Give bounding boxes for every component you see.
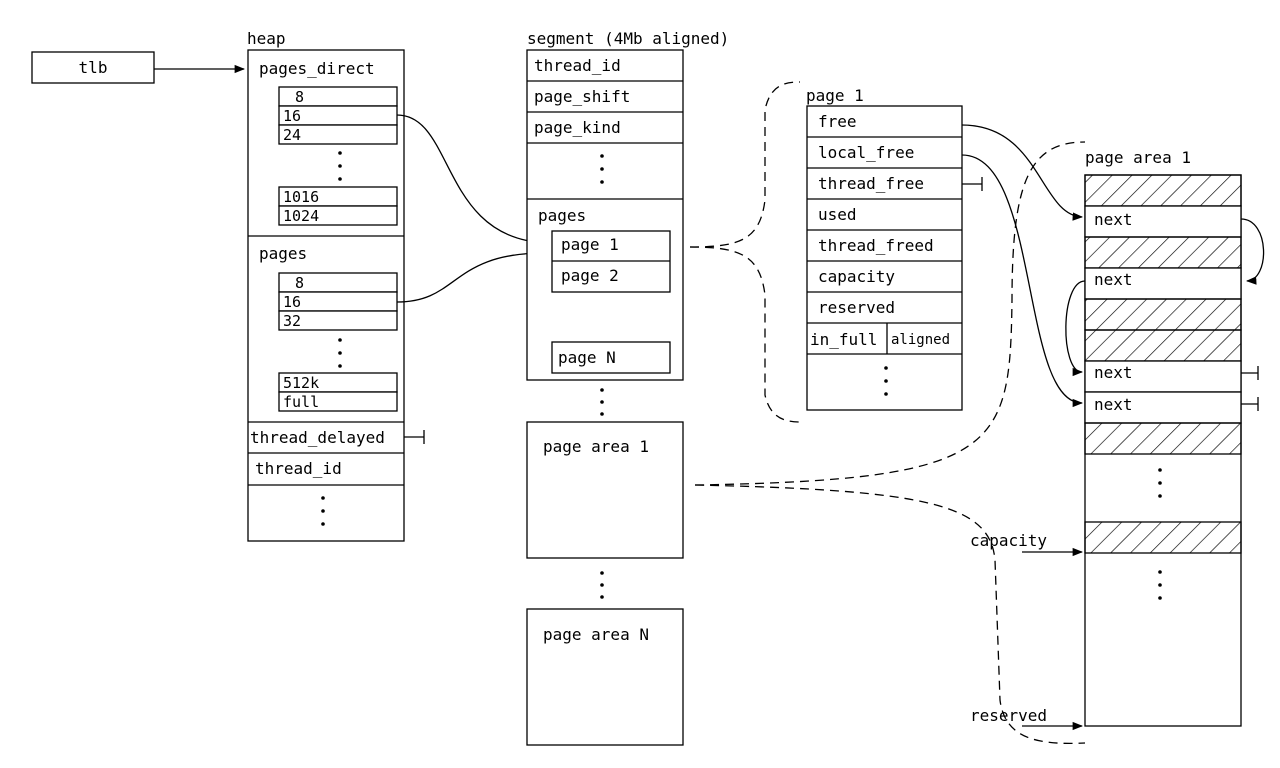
segment-pages-label: pages <box>538 206 586 225</box>
segment-page-area-n-label: page area N <box>543 625 649 644</box>
capacity-label: capacity <box>970 531 1047 550</box>
segment-struct: segment (4Mb aligned) thread_id page_shi… <box>526 29 729 381</box>
segment-page-area-1-label: page area 1 <box>543 437 649 456</box>
segment-page-item: page 1 <box>561 235 619 254</box>
segment-title: segment (4Mb aligned) <box>527 29 729 48</box>
heap-title: heap <box>247 29 286 48</box>
segment-page-item: page N <box>558 348 616 367</box>
next-chain-arrow-1 <box>1240 218 1265 285</box>
page-area-brace-top <box>694 141 1086 486</box>
page1-field: thread_freed <box>818 236 934 255</box>
heap-pages-label: pages <box>259 244 307 263</box>
reserved-label: reserved <box>970 706 1047 725</box>
pages-direct-to-page1-arrow <box>396 114 550 247</box>
pages-direct-item: 24 <box>283 126 301 144</box>
page1-field: local_free <box>818 143 914 162</box>
tlb-label: tlb <box>79 58 108 77</box>
next-label: next <box>1094 395 1133 414</box>
pages-item: 32 <box>283 312 301 330</box>
segment-field: thread_id <box>534 56 621 75</box>
page1-field: reserved <box>818 298 895 317</box>
pages-to-page1-arrow <box>396 248 550 303</box>
heap-thread-delayed: thread_delayed <box>250 428 385 447</box>
page-area-1-struct: page area 1 next next next next <box>1084 148 1242 727</box>
segment-field: page_shift <box>534 87 630 106</box>
page1-title: page 1 <box>806 86 864 105</box>
page1-brace-top <box>689 81 801 248</box>
segment-page-item: page 2 <box>561 266 619 285</box>
pages-direct-item: 8 <box>295 88 304 106</box>
page1-aligned: aligned <box>891 332 950 348</box>
pages-item: full <box>283 393 319 411</box>
tlb-box: tlb <box>31 51 155 84</box>
local-free-to-next-arrow <box>961 154 1084 408</box>
heap-thread-id: thread_id <box>255 459 342 478</box>
pages-item: 512k <box>283 374 319 392</box>
segment-field: page_kind <box>534 118 621 137</box>
page1-field: used <box>818 205 857 224</box>
page1-field: capacity <box>818 267 895 286</box>
page1-field: thread_free <box>818 174 924 193</box>
page-area-title: page area 1 <box>1085 148 1191 167</box>
pages-direct-item: 16 <box>283 107 301 125</box>
page1-field: free <box>818 112 857 131</box>
next-label: next <box>1094 210 1133 229</box>
next-chain-arrow-2 <box>1065 280 1086 377</box>
page1-in-full: in_full <box>810 330 877 349</box>
free-to-next-arrow <box>961 124 1084 221</box>
page1-struct: page 1 free local_free thread_free used … <box>806 86 963 411</box>
page-area-brace-bottom <box>694 484 1086 745</box>
heap-pages-direct-label: pages_direct <box>259 59 375 78</box>
next-label: next <box>1094 363 1133 382</box>
heap-struct: heap pages_direct 8 16 24 1016 1024 page… <box>247 29 425 542</box>
pages-item: 8 <box>295 274 304 292</box>
segment-page-area-1: page area 1 <box>526 421 684 559</box>
next-label: next <box>1094 270 1133 289</box>
pages-direct-item: 1024 <box>283 207 319 225</box>
segment-page-area-n: page area N <box>526 608 684 746</box>
pages-item: 16 <box>283 293 301 311</box>
pages-direct-item: 1016 <box>283 188 319 206</box>
page1-brace-bottom <box>689 246 801 423</box>
